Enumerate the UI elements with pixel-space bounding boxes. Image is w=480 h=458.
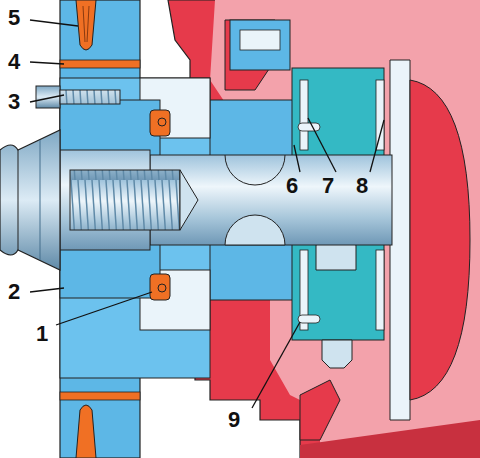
callout-number: 2 xyxy=(8,280,20,304)
callout-number: 5 xyxy=(8,6,20,30)
callout-number: 9 xyxy=(228,408,240,432)
nut xyxy=(0,130,60,270)
callout-number: 6 xyxy=(286,174,298,198)
shaft xyxy=(150,155,392,245)
leader-lines xyxy=(30,20,384,408)
seal xyxy=(150,110,170,136)
callout-number: 3 xyxy=(8,90,20,114)
pulley-band xyxy=(60,60,140,68)
callout-number: 8 xyxy=(356,174,368,198)
belt xyxy=(76,0,96,50)
callout-number: 7 xyxy=(322,174,334,198)
callout-number: 1 xyxy=(36,322,48,346)
bearing-ball xyxy=(225,215,285,245)
callout-number: 4 xyxy=(8,50,20,74)
